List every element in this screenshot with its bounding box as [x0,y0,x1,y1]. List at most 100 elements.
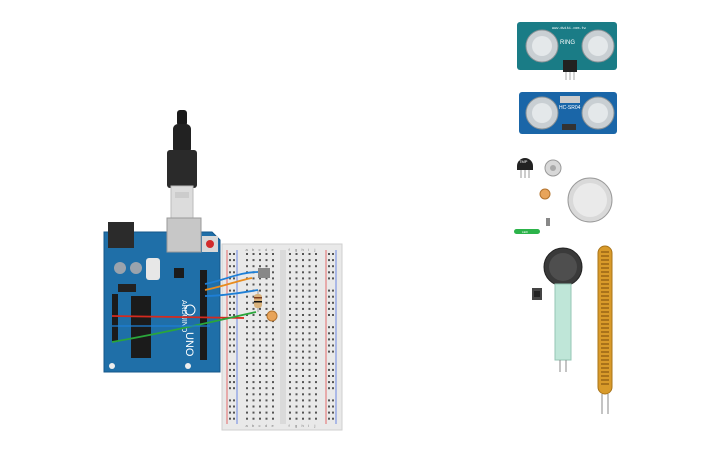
breadboard-hole[interactable] [295,259,298,262]
breadboard-hole[interactable] [259,338,261,341]
breadboard-hole[interactable] [265,417,268,420]
breadboard-rail-hole[interactable] [233,271,235,274]
breadboard-rail-hole[interactable] [328,381,330,384]
breadboard-hole[interactable] [315,289,317,292]
breadboard-hole[interactable] [252,350,255,353]
breadboard-hole[interactable] [252,307,255,310]
breadboard-hole[interactable] [289,387,291,390]
breadboard-hole[interactable] [272,356,274,359]
breadboard-hole[interactable] [289,356,291,359]
breadboard-hole[interactable] [265,411,268,414]
breadboard-hole[interactable] [272,405,274,408]
breadboard-hole[interactable] [295,417,298,420]
breadboard-hole[interactable] [259,259,261,262]
breadboard-hole[interactable] [265,368,268,371]
breadboard-rail-hole[interactable] [328,265,330,268]
breadboard-hole[interactable] [289,344,291,347]
breadboard-rail-hole[interactable] [233,301,235,304]
breadboard-hole[interactable] [272,265,274,268]
breadboard-hole[interactable] [315,399,317,402]
pushbutton[interactable] [532,288,542,300]
breadboard-rail-hole[interactable] [332,344,334,347]
breadboard-hole[interactable] [302,307,304,310]
breadboard-rail-hole[interactable] [233,265,235,268]
breadboard-hole[interactable] [252,375,255,377]
breadboard-hole[interactable] [246,387,248,390]
breadboard-hole[interactable] [246,289,248,292]
breadboard-hole[interactable] [315,265,317,268]
breadboard-hole[interactable] [302,368,304,371]
breadboard-hole[interactable] [246,417,248,420]
breadboard-rail-hole[interactable] [328,344,330,347]
breadboard-hole[interactable] [246,405,248,408]
breadboard-hole[interactable] [289,271,291,274]
breadboard-hole[interactable] [302,253,304,255]
breadboard-rail-hole[interactable] [233,307,235,310]
breadboard-hole[interactable] [302,417,304,420]
breadboard-hole[interactable] [272,259,274,262]
breadboard-rail-hole[interactable] [328,411,330,414]
breadboard-rail-hole[interactable] [229,368,231,371]
breadboard-hole[interactable] [295,265,298,268]
breadboard-rail-hole[interactable] [233,277,235,280]
breadboard-hole[interactable] [265,295,268,298]
breadboard-rail-hole[interactable] [332,411,334,414]
breadboard-hole[interactable] [265,387,268,390]
breadboard-hole[interactable] [246,295,248,298]
breadboard-hole[interactable] [246,259,248,262]
breadboard-hole[interactable] [252,356,255,359]
breadboard-hole[interactable] [272,411,274,414]
breadboard-hole[interactable] [302,399,304,402]
breadboard-rail-hole[interactable] [233,289,235,292]
breadboard-hole[interactable] [302,405,304,408]
breadboard-hole[interactable] [315,393,317,396]
breadboard-hole[interactable] [272,399,274,402]
breadboard-hole[interactable] [272,350,274,353]
breadboard-hole[interactable] [265,399,268,402]
breadboard-hole[interactable] [259,387,261,390]
breadboard-hole[interactable] [252,338,255,341]
breadboard-hole[interactable] [308,393,311,396]
breadboard-hole[interactable] [315,344,317,347]
breadboard-rail-hole[interactable] [233,314,235,316]
breadboard-hole[interactable] [289,393,291,396]
breadboard-hole[interactable] [302,411,304,414]
breadboard-hole[interactable] [265,253,268,255]
breadboard-hole[interactable] [289,375,291,377]
breadboard-hole[interactable] [259,314,261,316]
breadboard-hole[interactable] [246,399,248,402]
wire-blue-2[interactable] [204,289,259,297]
breadboard-rail-hole[interactable] [328,307,330,310]
breadboard-rail-hole[interactable] [233,295,235,298]
breadboard-rail-hole[interactable] [328,253,330,255]
breadboard-hole[interactable] [289,259,291,262]
breadboard-rail-hole[interactable] [233,387,235,390]
breadboard-hole[interactable] [308,350,311,353]
breadboard-rail-hole[interactable] [229,405,231,408]
breadboard-hole[interactable] [308,356,311,359]
breadboard-rail-hole[interactable] [332,375,334,377]
breadboard-hole[interactable] [315,307,317,310]
breadboard-hole[interactable] [259,411,261,414]
breadboard-hole[interactable] [308,344,311,347]
breadboard-hole[interactable] [272,338,274,341]
breadboard-hole[interactable] [308,283,311,286]
breadboard-hole[interactable] [302,271,304,274]
breadboard-hole[interactable] [302,393,304,396]
breadboard-rail-hole[interactable] [229,277,231,280]
breadboard-hole[interactable] [295,295,298,298]
breadboard-rail-hole[interactable] [332,399,334,402]
breadboard-hole[interactable] [259,253,261,255]
breadboard-hole[interactable] [272,387,274,390]
breadboard-hole[interactable] [308,253,311,255]
breadboard-hole[interactable] [272,301,274,304]
breadboard-rail-hole[interactable] [229,344,231,347]
breadboard-hole[interactable] [252,277,255,280]
breadboard-rail-hole[interactable] [229,295,231,298]
breadboard-hole[interactable] [289,320,291,323]
breadboard-rail-hole[interactable] [328,362,330,365]
breadboard-hole[interactable] [265,375,268,377]
breadboard-rail-hole[interactable] [332,368,334,371]
breadboard-rail-hole[interactable] [229,387,231,390]
breadboard-hole[interactable] [308,381,311,384]
